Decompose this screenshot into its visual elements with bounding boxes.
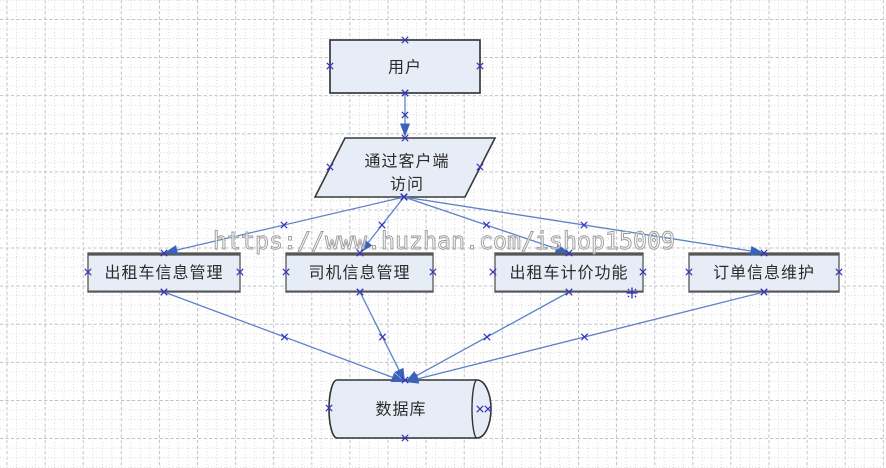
client-label-line2: 访问 bbox=[390, 176, 424, 194]
connector-user-to-client[interactable] bbox=[400, 89, 410, 137]
connection-x-icon bbox=[160, 288, 168, 296]
order-info-label: 订单信息维护 bbox=[713, 264, 815, 282]
connection-x-icon bbox=[580, 333, 589, 341]
node-user[interactable]: 用户 bbox=[329, 39, 481, 94]
connector-driver_info-to-database[interactable] bbox=[356, 288, 405, 382]
user-label: 用户 bbox=[388, 59, 422, 77]
connection-x-icon bbox=[476, 62, 484, 70]
connection-x-icon bbox=[160, 249, 168, 257]
connection-x-icon bbox=[476, 163, 484, 171]
connection-x-icon bbox=[484, 405, 492, 413]
arrowhead-icon bbox=[400, 123, 410, 137]
connection-x-icon bbox=[565, 288, 573, 296]
connection-x-icon bbox=[326, 163, 334, 171]
watermark-text: https://www.huzhan.com/ishop15009 bbox=[213, 227, 675, 255]
connection-x-icon bbox=[280, 221, 288, 229]
connection-x-icon bbox=[429, 268, 437, 276]
node-taxi-info[interactable]: 出租车信息管理 bbox=[87, 252, 241, 293]
arrowhead-icon bbox=[360, 239, 373, 253]
connection-x-icon bbox=[685, 268, 693, 276]
taxi-info-rectangle[interactable] bbox=[87, 252, 241, 293]
connection-x-icon bbox=[401, 111, 409, 119]
taxi-pricing-label: 出租车计价功能 bbox=[509, 264, 628, 282]
connection-x-icon bbox=[580, 221, 588, 229]
connection-x-icon bbox=[378, 333, 387, 341]
connection-x-icon bbox=[401, 89, 409, 97]
connection-x-icon bbox=[280, 333, 289, 341]
arrowhead-icon bbox=[164, 245, 179, 255]
connector-line[interactable] bbox=[163, 291, 396, 380]
connection-x-icon bbox=[282, 268, 290, 276]
connector-line[interactable] bbox=[403, 196, 755, 253]
connector-order_info-to-database[interactable] bbox=[405, 288, 768, 384]
connection-x-icon bbox=[378, 221, 386, 229]
database-label: 数据库 bbox=[375, 401, 426, 419]
connection-x-icon bbox=[356, 249, 364, 257]
connector-line[interactable] bbox=[365, 196, 405, 246]
connector-client-to-taxi_pricing[interactable] bbox=[400, 193, 569, 254]
database-cylinder-inner-arc bbox=[471, 379, 478, 439]
connection-x-icon bbox=[401, 36, 409, 44]
connector-line[interactable] bbox=[403, 196, 560, 251]
crosshair-connection-icon bbox=[626, 287, 638, 299]
connection-x-icon bbox=[401, 376, 409, 384]
shape-layer: 用户 通过客户端 访问 出租车信息管理 司机信息管理 bbox=[87, 39, 840, 439]
client-parallelogram[interactable] bbox=[313, 137, 497, 198]
connection-x-icon bbox=[639, 268, 647, 276]
arrowhead-icon bbox=[749, 245, 764, 256]
connection-x-icon bbox=[760, 288, 768, 296]
connection-x-icon bbox=[326, 62, 334, 70]
connection-x-icon bbox=[356, 288, 364, 296]
connection-x-icon bbox=[236, 268, 244, 276]
connection-x-icon bbox=[476, 405, 484, 413]
client-label-line1: 通过客户端 bbox=[364, 153, 449, 171]
arrowhead-icon bbox=[390, 372, 405, 382]
order-info-rectangle[interactable] bbox=[688, 252, 840, 293]
arrowhead-icon bbox=[394, 367, 405, 382]
connector-line[interactable] bbox=[173, 196, 405, 252]
connection-x-icon bbox=[400, 193, 408, 201]
taxi-info-label: 出租车信息管理 bbox=[104, 264, 223, 282]
connector-taxi_pricing-to-database[interactable] bbox=[405, 288, 573, 382]
driver-info-label: 司机信息管理 bbox=[308, 264, 410, 282]
connection-x-icon bbox=[401, 434, 409, 442]
connection-x-icon bbox=[565, 249, 573, 257]
connection-points-layer bbox=[84, 36, 843, 442]
arrowhead-icon bbox=[554, 243, 569, 254]
connection-x-icon bbox=[835, 268, 843, 276]
node-taxi-pricing[interactable]: 出租车计价功能 bbox=[494, 252, 644, 293]
node-driver-info[interactable]: 司机信息管理 bbox=[285, 252, 434, 293]
node-database[interactable]: 数据库 bbox=[328, 379, 492, 439]
connection-x-icon bbox=[489, 268, 497, 276]
connection-x-icon bbox=[760, 249, 768, 257]
arrowhead-icon bbox=[405, 373, 420, 384]
connection-x-icon bbox=[84, 268, 92, 276]
connection-x-icon bbox=[482, 221, 491, 229]
connector-line[interactable] bbox=[413, 291, 570, 378]
connection-x-icon bbox=[325, 404, 333, 412]
connector-line[interactable] bbox=[359, 291, 402, 374]
connection-x-icon bbox=[401, 134, 409, 142]
node-order-info[interactable]: 订单信息维护 bbox=[688, 252, 840, 293]
node-client-access[interactable]: 通过客户端 访问 bbox=[313, 137, 497, 198]
connection-x-icon bbox=[483, 333, 491, 341]
connector-line[interactable] bbox=[414, 291, 765, 381]
